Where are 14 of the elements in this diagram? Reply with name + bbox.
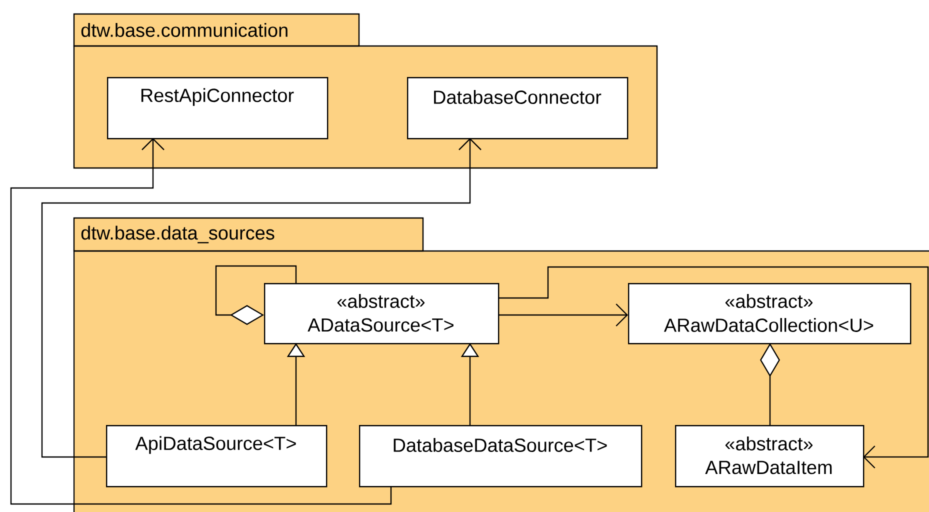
arrow: [10, 138, 392, 505]
arrow: [498, 266, 929, 468]
aggregation-line: [215, 265, 297, 325]
class-box: «abstract» ADataSource<T>: [264, 283, 500, 344]
class-box: DatabaseConnector: [407, 77, 628, 140]
arrow: [41, 138, 482, 458]
class-box: RestApiConnector: [107, 77, 328, 140]
class-box: «abstract» ARawDataItem: [675, 425, 864, 488]
class-box: ApiDataSource<T>: [106, 425, 328, 488]
class-box: DatabaseDataSource<T>: [359, 425, 642, 488]
class-box: «abstract» ARawDataCollection<U>: [628, 283, 912, 344]
arrow: [498, 304, 628, 326]
node-label: dtw.base.communication: [81, 23, 288, 37]
node-label: dtw.base.data_sources: [81, 226, 274, 244]
